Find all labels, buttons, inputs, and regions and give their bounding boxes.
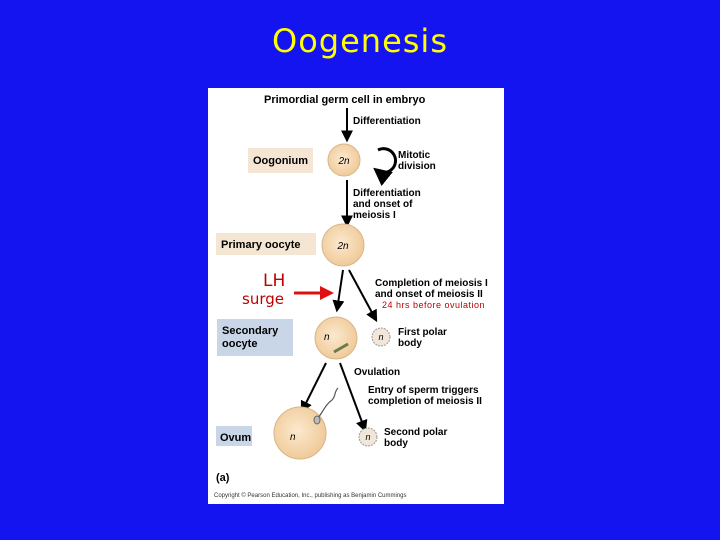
mitotic-cycle-icon — [373, 147, 397, 187]
lh-surge-arrow — [294, 286, 334, 300]
completion1-line1: Completion of meiosis I — [375, 278, 488, 289]
secondary-line1: Secondary — [222, 325, 279, 337]
mitotic-line2: division — [398, 161, 436, 172]
first-polar-line2: body — [398, 338, 422, 349]
diff-meiosis-line1: Differentiation — [353, 188, 421, 199]
sperm-tail — [317, 387, 339, 419]
arrow-to-ovum — [300, 362, 327, 414]
first-polar-ploidy: n — [378, 332, 383, 342]
first-polar-body-cell — [371, 327, 391, 347]
secondary-ploidy: n — [324, 332, 330, 343]
ovum-cell — [273, 406, 327, 460]
primary-oocyte-label: Primary oocyte — [221, 239, 300, 251]
panel-label: (a) — [216, 472, 230, 484]
second-polar-line2: body — [384, 438, 408, 449]
ovum-label: Ovum — [220, 432, 251, 444]
primary-ploidy: 2n — [336, 241, 349, 252]
copyright-text: Copyright © Pearson Education, Inc., pub… — [214, 492, 407, 499]
slide-title: Oogenesis — [272, 22, 448, 60]
oogenesis-diagram: Primordial germ cell in embryo Different… — [214, 94, 488, 499]
lh-label: LH — [263, 271, 286, 291]
oogonium-label: Oogonium — [253, 155, 308, 167]
oogonium-label-box — [248, 148, 313, 173]
oogonium-ploidy: 2n — [337, 156, 350, 167]
ovum-label-box — [216, 426, 252, 446]
oogenesis-figure: Primordial germ cell in embryo Different… — [208, 88, 504, 504]
ovum-ploidy: n — [290, 432, 296, 443]
second-polar-body-cell — [358, 427, 378, 447]
differentiation-label: Differentiation — [353, 116, 421, 127]
sperm-line2: completion of meiosis II — [368, 396, 482, 407]
spindle-mark — [333, 342, 349, 354]
oogonium-cell — [327, 143, 361, 177]
ovulation-label: Ovulation — [354, 367, 400, 378]
first-polar-line1: First polar — [398, 327, 447, 338]
secondary-oocyte-label-box — [217, 319, 293, 356]
mitotic-line1: Mitotic — [398, 150, 431, 161]
sperm-head — [313, 415, 321, 425]
second-polar-line1: Second polar — [384, 427, 447, 438]
surge-label: surge — [242, 290, 284, 308]
arrow-to-second-polar — [339, 362, 368, 433]
completion1-line2: and onset of meiosis II — [375, 289, 483, 300]
secondary-oocyte-cell — [314, 316, 358, 360]
primary-oocyte-label-box — [216, 233, 316, 255]
second-polar-ploidy: n — [365, 432, 370, 442]
arrow-to-first-polar — [348, 269, 378, 323]
ovulation-timing-note: 24 hrs before ovulation — [382, 300, 486, 310]
sperm-line1: Entry of sperm triggers — [368, 385, 479, 396]
diff-meiosis-line3: meiosis I — [353, 210, 396, 221]
primordial-germ-cell-label: Primordial germ cell in embryo — [264, 94, 426, 106]
diff-meiosis-line2: and onset of — [353, 199, 413, 210]
secondary-line2: oocyte — [222, 338, 257, 350]
primary-oocyte-cell — [321, 223, 365, 267]
arrow-to-secondary — [332, 269, 345, 313]
